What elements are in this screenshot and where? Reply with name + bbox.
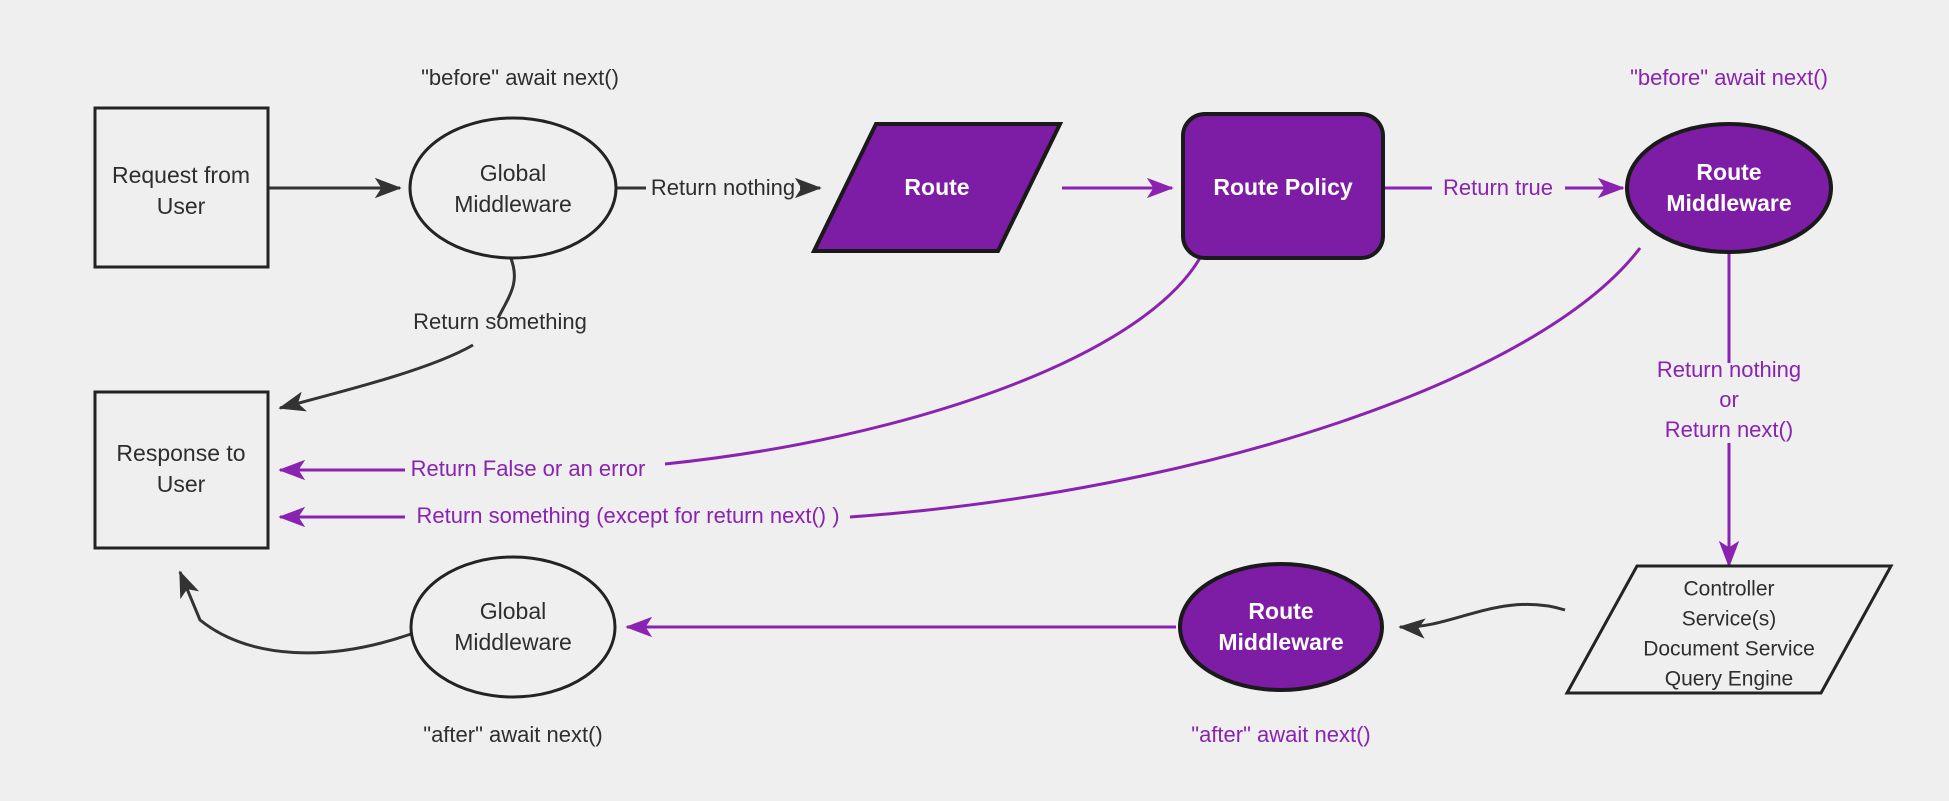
request-from-user-label-line1: Request from bbox=[112, 162, 250, 188]
edge-route-middleware-return-something-curve bbox=[849, 247, 1642, 519]
route-policy-box bbox=[1181, 112, 1385, 260]
route-middleware-bottom-label-line1: Route bbox=[1248, 598, 1313, 624]
edge-route-policy-return-false-curve bbox=[664, 257, 1202, 466]
node-route-policy[interactable]: Route Policy bbox=[1181, 112, 1385, 260]
global-middleware-bottom-label-line1: Global bbox=[480, 598, 546, 624]
edge-label-return-something-top: Return something bbox=[413, 309, 587, 334]
global-middleware-top-label-line2: Middleware bbox=[454, 191, 572, 217]
node-global-middleware-bottom[interactable]: Global Middleware bbox=[409, 555, 617, 699]
request-from-user-box bbox=[93, 106, 270, 269]
edge-label-return-something-except-next: Return something (except for return next… bbox=[416, 503, 839, 528]
route-middleware-bottom-ellipse bbox=[1178, 562, 1384, 692]
node-response-to-user[interactable]: Response to User bbox=[93, 390, 270, 550]
route-middleware-top-label-line1: Route bbox=[1696, 159, 1761, 185]
route-middleware-top-label-line2: Middleware bbox=[1666, 190, 1791, 216]
controller-stack-label-line3: Document Service bbox=[1643, 638, 1815, 661]
edge-label-return-nothing-or-next-line1: Return nothing bbox=[1657, 357, 1801, 382]
edge-label-return-false-or-error: Return False or an error bbox=[411, 456, 646, 481]
edge-label-return-true: Return true bbox=[1443, 175, 1553, 200]
annotation-after-await-next-route: "after" await next() bbox=[1191, 722, 1370, 747]
edge-label-return-nothing: Return nothing bbox=[651, 175, 795, 200]
response-to-user-box bbox=[93, 390, 270, 550]
edge-label-return-nothing-or-next-line2: or bbox=[1719, 387, 1739, 412]
global-middleware-bottom-ellipse bbox=[409, 555, 617, 699]
controller-stack-label-line4: Query Engine bbox=[1665, 668, 1793, 691]
request-from-user-label-line2: User bbox=[157, 193, 206, 219]
controller-stack-label-line2: Service(s) bbox=[1682, 608, 1777, 631]
route-policy-label: Route Policy bbox=[1213, 174, 1353, 200]
edge-global-middleware-return-something-lower bbox=[278, 343, 474, 412]
node-controller-stack[interactable]: Controller Service(s) Document Service Q… bbox=[1564, 564, 1894, 695]
route-middleware-bottom-label-line2: Middleware bbox=[1218, 629, 1343, 655]
annotation-after-await-next-global: "after" await next() bbox=[423, 722, 602, 747]
node-route-middleware-top[interactable]: Route Middleware bbox=[1625, 122, 1833, 254]
node-global-middleware-top[interactable]: Global Middleware bbox=[408, 116, 618, 260]
controller-stack-parallelogram bbox=[1564, 564, 1894, 695]
route-parallelogram bbox=[810, 122, 1064, 253]
node-request-from-user[interactable]: Request from User bbox=[93, 106, 270, 269]
edge-controller-to-route-middleware-bottom bbox=[1398, 602, 1566, 639]
response-to-user-label-line2: User bbox=[157, 471, 206, 497]
controller-stack-label-line1: Controller bbox=[1683, 578, 1774, 601]
global-middleware-top-ellipse bbox=[408, 116, 618, 260]
route-label: Route bbox=[904, 174, 969, 200]
edge-global-middleware-return-something-upper bbox=[496, 255, 516, 319]
annotation-before-await-next-global: "before" await next() bbox=[421, 65, 619, 90]
response-to-user-label-line1: Response to bbox=[116, 440, 245, 466]
edge-global-middleware-bottom-to-response bbox=[178, 570, 412, 655]
node-route-middleware-bottom[interactable]: Route Middleware bbox=[1178, 562, 1384, 692]
edge-label-return-nothing-or-next-line3: Return next() bbox=[1665, 417, 1793, 442]
route-middleware-top-ellipse bbox=[1625, 122, 1833, 254]
global-middleware-bottom-label-line2: Middleware bbox=[454, 629, 572, 655]
annotation-before-await-next-route: "before" await next() bbox=[1630, 65, 1828, 90]
global-middleware-top-label-line1: Global bbox=[480, 160, 546, 186]
node-route[interactable]: Route bbox=[810, 122, 1064, 253]
